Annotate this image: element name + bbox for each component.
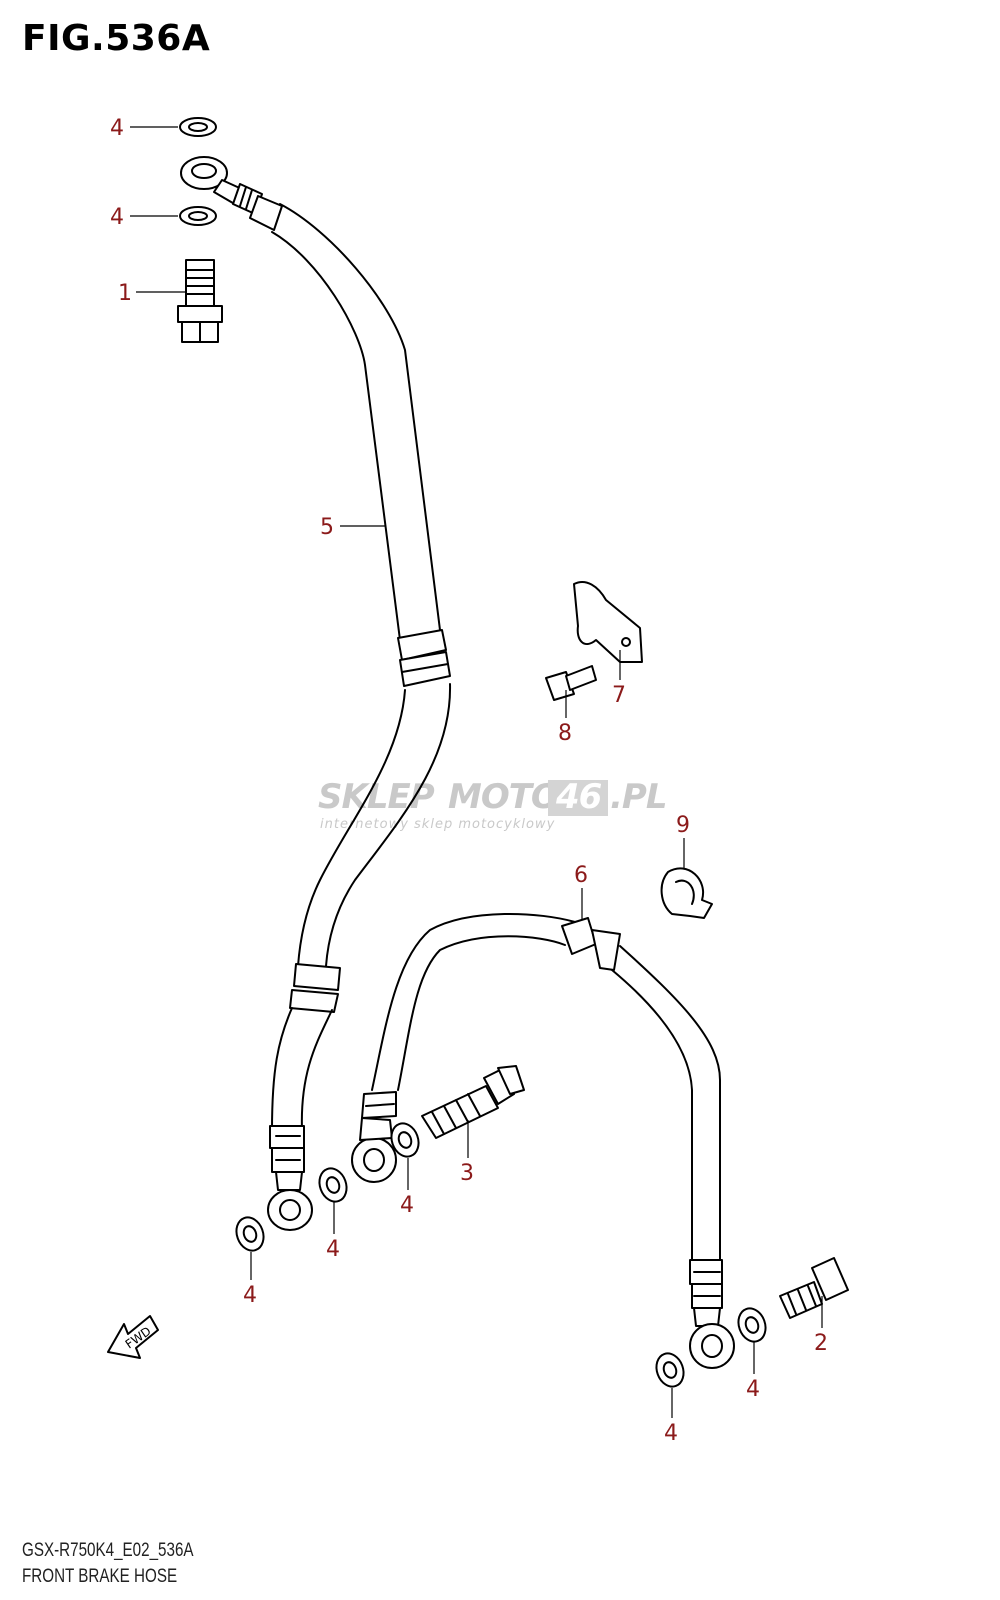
- callout-clamp-screw: 8: [558, 721, 572, 746]
- washer-right-a: [737, 1307, 767, 1343]
- washer-top-1: [179, 117, 217, 137]
- callout-union-bolt-right: 2: [814, 1331, 828, 1356]
- clamp-screw: [545, 665, 597, 701]
- banjo-fitting-lower-left: [267, 1125, 313, 1231]
- watermark-brand-b: MOTO: [448, 777, 559, 817]
- forward-direction-arrow: FWD: [107, 1315, 159, 1359]
- washer-mid-b: [318, 1167, 348, 1203]
- callout-hose-upper: 5: [320, 515, 334, 540]
- callout-washer-right-a: 4: [746, 1377, 760, 1402]
- hose-clamp: [660, 867, 713, 919]
- callout-washer-mid-b: 4: [326, 1237, 340, 1262]
- callout-hose-clamp: 9: [676, 813, 690, 838]
- hose-joint-lower-mid: [561, 917, 621, 971]
- union-bolt-top: [177, 259, 223, 343]
- diagram-name: FRONT BRAKE HOSE: [22, 1566, 178, 1587]
- callout-union-bolt-top: 1: [118, 281, 132, 306]
- callout-washer-right-b: 4: [664, 1421, 678, 1446]
- callout-union-bolt-mid: 3: [460, 1161, 474, 1186]
- hose-joint-lower: [289, 963, 341, 1013]
- watermark-tagline: internetowy sklep motocyklowy: [320, 817, 555, 832]
- banjo-fitting-lower-right: [689, 1259, 735, 1369]
- callout-washer-left: 4: [243, 1283, 257, 1308]
- figure-title: FIG.536A: [22, 18, 211, 59]
- union-bolt-mid: [421, 1065, 525, 1139]
- hose-clamp-bracket: [573, 581, 643, 663]
- callouts: 4 4 1 5 7 8 9 6 3 4 4 4 2 4 4: [110, 116, 828, 1446]
- watermark: SKLEP MOTO 46 .PL internetowy sklep moto…: [318, 777, 668, 832]
- watermark-badge: [548, 780, 608, 816]
- union-bolt-right: [779, 1257, 849, 1319]
- watermark-brand-c: 46: [555, 777, 602, 817]
- washer-mid-a: [390, 1122, 420, 1158]
- callout-hose-lower: 6: [574, 863, 588, 888]
- callout-washer-mid-a: 4: [400, 1193, 414, 1218]
- callout-clamp-bracket: 7: [612, 683, 626, 708]
- washer-left: [235, 1216, 265, 1252]
- model-code: GSX-R750K4_E02_536A: [22, 1540, 194, 1561]
- callout-leaders: [130, 126, 823, 1418]
- watermark-brand-d: .PL: [610, 777, 667, 817]
- brake-hose-upper: [180, 156, 452, 1231]
- watermark-brand-a: SKLEP: [318, 777, 435, 817]
- hose-joint-upper: [397, 629, 451, 687]
- callout-washer-top-2: 4: [110, 205, 124, 230]
- washer-right-b: [655, 1352, 685, 1388]
- callout-washer-top-1: 4: [110, 116, 124, 141]
- washer-top-2: [179, 206, 217, 226]
- banjo-fitting-top: [180, 156, 283, 231]
- brake-hose-lower: [351, 912, 735, 1369]
- banjo-fitting-lower-mid: [351, 1091, 397, 1183]
